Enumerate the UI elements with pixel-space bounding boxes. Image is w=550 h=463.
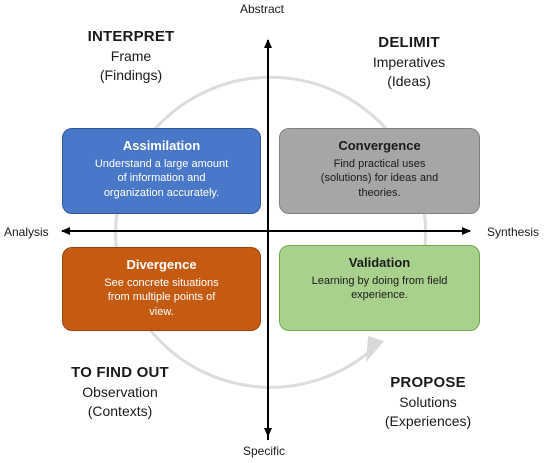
quadrant-interpret: INTERPRET Frame (Findings) (70, 27, 192, 85)
divergence-title: Divergence (126, 257, 197, 272)
quadrant-to-find-out-line2: (Contexts) (87, 403, 153, 420)
quadrant-propose: PROPOSE Solutions (Experiences) (372, 373, 484, 431)
quadrant-interpret-line2: (Findings) (99, 67, 163, 84)
quadrant-propose-title: PROPOSE (390, 374, 466, 391)
axis-label-analysis: Analysis (4, 225, 49, 239)
axis-label-specific: Specific (243, 444, 286, 458)
convergence-box: Convergence Find practical uses (solutio… (279, 128, 480, 214)
assimilation-line2: of information and (117, 172, 206, 185)
divergence-line1: See concrete situations (104, 277, 219, 289)
convergence-title: Convergence (338, 138, 421, 153)
quadrant-delimit-line2: (Ideas) (387, 73, 431, 90)
validation-title: Validation (348, 255, 411, 270)
convergence-line1: Find practical uses (333, 158, 426, 170)
quadrant-delimit-line1: Imperatives (372, 54, 446, 71)
quadrant-to-find-out-title: TO FIND OUT (71, 364, 169, 381)
quadrant-delimit-title: DELIMIT (378, 34, 440, 51)
assimilation-line3: organization accurately. (103, 186, 220, 199)
divergence-line3: view. (149, 305, 174, 318)
quadrant-propose-line1: Solutions (399, 394, 457, 411)
validation-line1: Learning by doing from field (311, 275, 448, 287)
axis-label-abstract: Abstract (240, 2, 285, 16)
assimilation-title: Assimilation (122, 138, 201, 153)
quadrant-interpret-line1: Frame (110, 48, 152, 65)
quadrant-to-find-out-line1: Observation (82, 384, 158, 401)
quadrant-delimit: DELIMIT Imperatives (Ideas) (350, 33, 468, 91)
convergence-line2: (solutions) for ideas and (320, 172, 439, 185)
validation-line2: experience. (351, 289, 408, 302)
convergence-line3: theories. (358, 186, 401, 199)
axis-label-synthesis: Synthesis (487, 225, 540, 239)
assimilation-line1: Understand a large amount (94, 158, 229, 170)
divergence-line2: from multiple points of (107, 291, 216, 304)
quadrant-propose-line2: (Experiences) (384, 413, 472, 430)
quadrant-interpret-title: INTERPRET (87, 28, 175, 45)
validation-box: Validation Learning by doing from field … (279, 245, 480, 331)
cycle-arrowhead (366, 336, 384, 362)
assimilation-box: Assimilation Understand a large amount o… (62, 128, 261, 214)
quadrant-to-find-out: TO FIND OUT Observation (Contexts) (58, 363, 182, 421)
divergence-box: Divergence See concrete situations from … (62, 247, 261, 331)
